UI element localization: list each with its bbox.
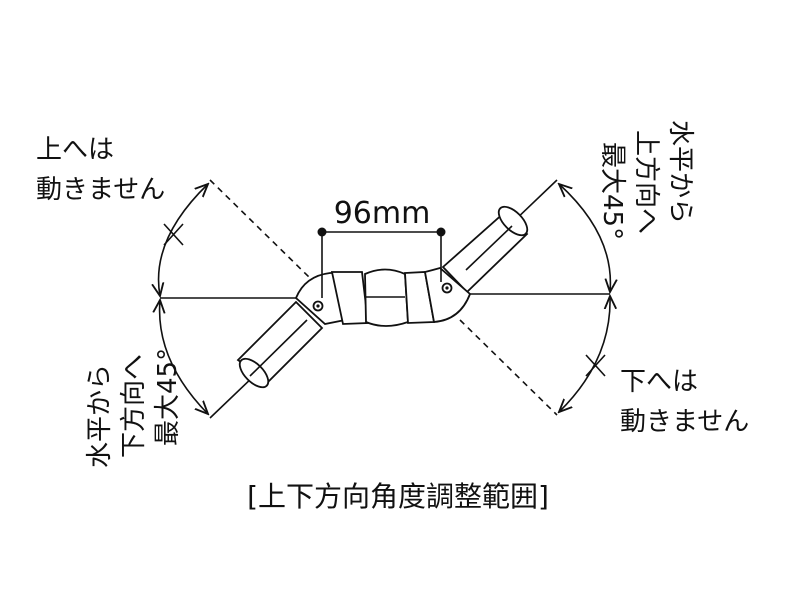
bottom-right-label-line2: 動きません <box>620 407 749 437</box>
top-left-label-line2: 動きません <box>36 175 165 205</box>
caption: [上下方向角度調整範囲] <box>247 480 549 513</box>
left-lower-arc <box>160 300 208 414</box>
dimension-96mm: 96mm <box>317 196 446 298</box>
left-upper-dashed-line <box>209 179 313 281</box>
top-right-label-line1: 水平から <box>665 120 695 224</box>
top-right-label-line2: 上方向へ <box>631 130 661 234</box>
left-upper-arc <box>159 184 208 296</box>
left-pipe <box>236 300 324 389</box>
bottom-left-rotated-label: 水平から 下方向へ 最大45° <box>85 348 183 468</box>
right-lower-arc <box>559 296 610 412</box>
bottom-left-label-line2: 下方向へ <box>119 354 149 458</box>
top-left-label-line1: 上へは <box>36 135 114 165</box>
dimension-label: 96mm <box>334 196 431 231</box>
left-upper-x-mark <box>163 223 184 246</box>
bottom-right-label-line1: 下へは <box>620 367 698 397</box>
bottom-left-label-line3: 最大45° <box>153 348 183 446</box>
top-right-rotated-label: 水平から 上方向へ 最大45° <box>597 120 695 240</box>
right-lower-dashed-line <box>459 319 558 416</box>
right-upper-arc <box>559 184 610 292</box>
bottom-left-label-line1: 水平から <box>85 364 115 468</box>
right-lower-x-mark <box>585 354 606 377</box>
top-right-label-line3: 最大45° <box>597 142 627 240</box>
joint-body <box>294 267 472 327</box>
right-pipe <box>441 205 529 294</box>
